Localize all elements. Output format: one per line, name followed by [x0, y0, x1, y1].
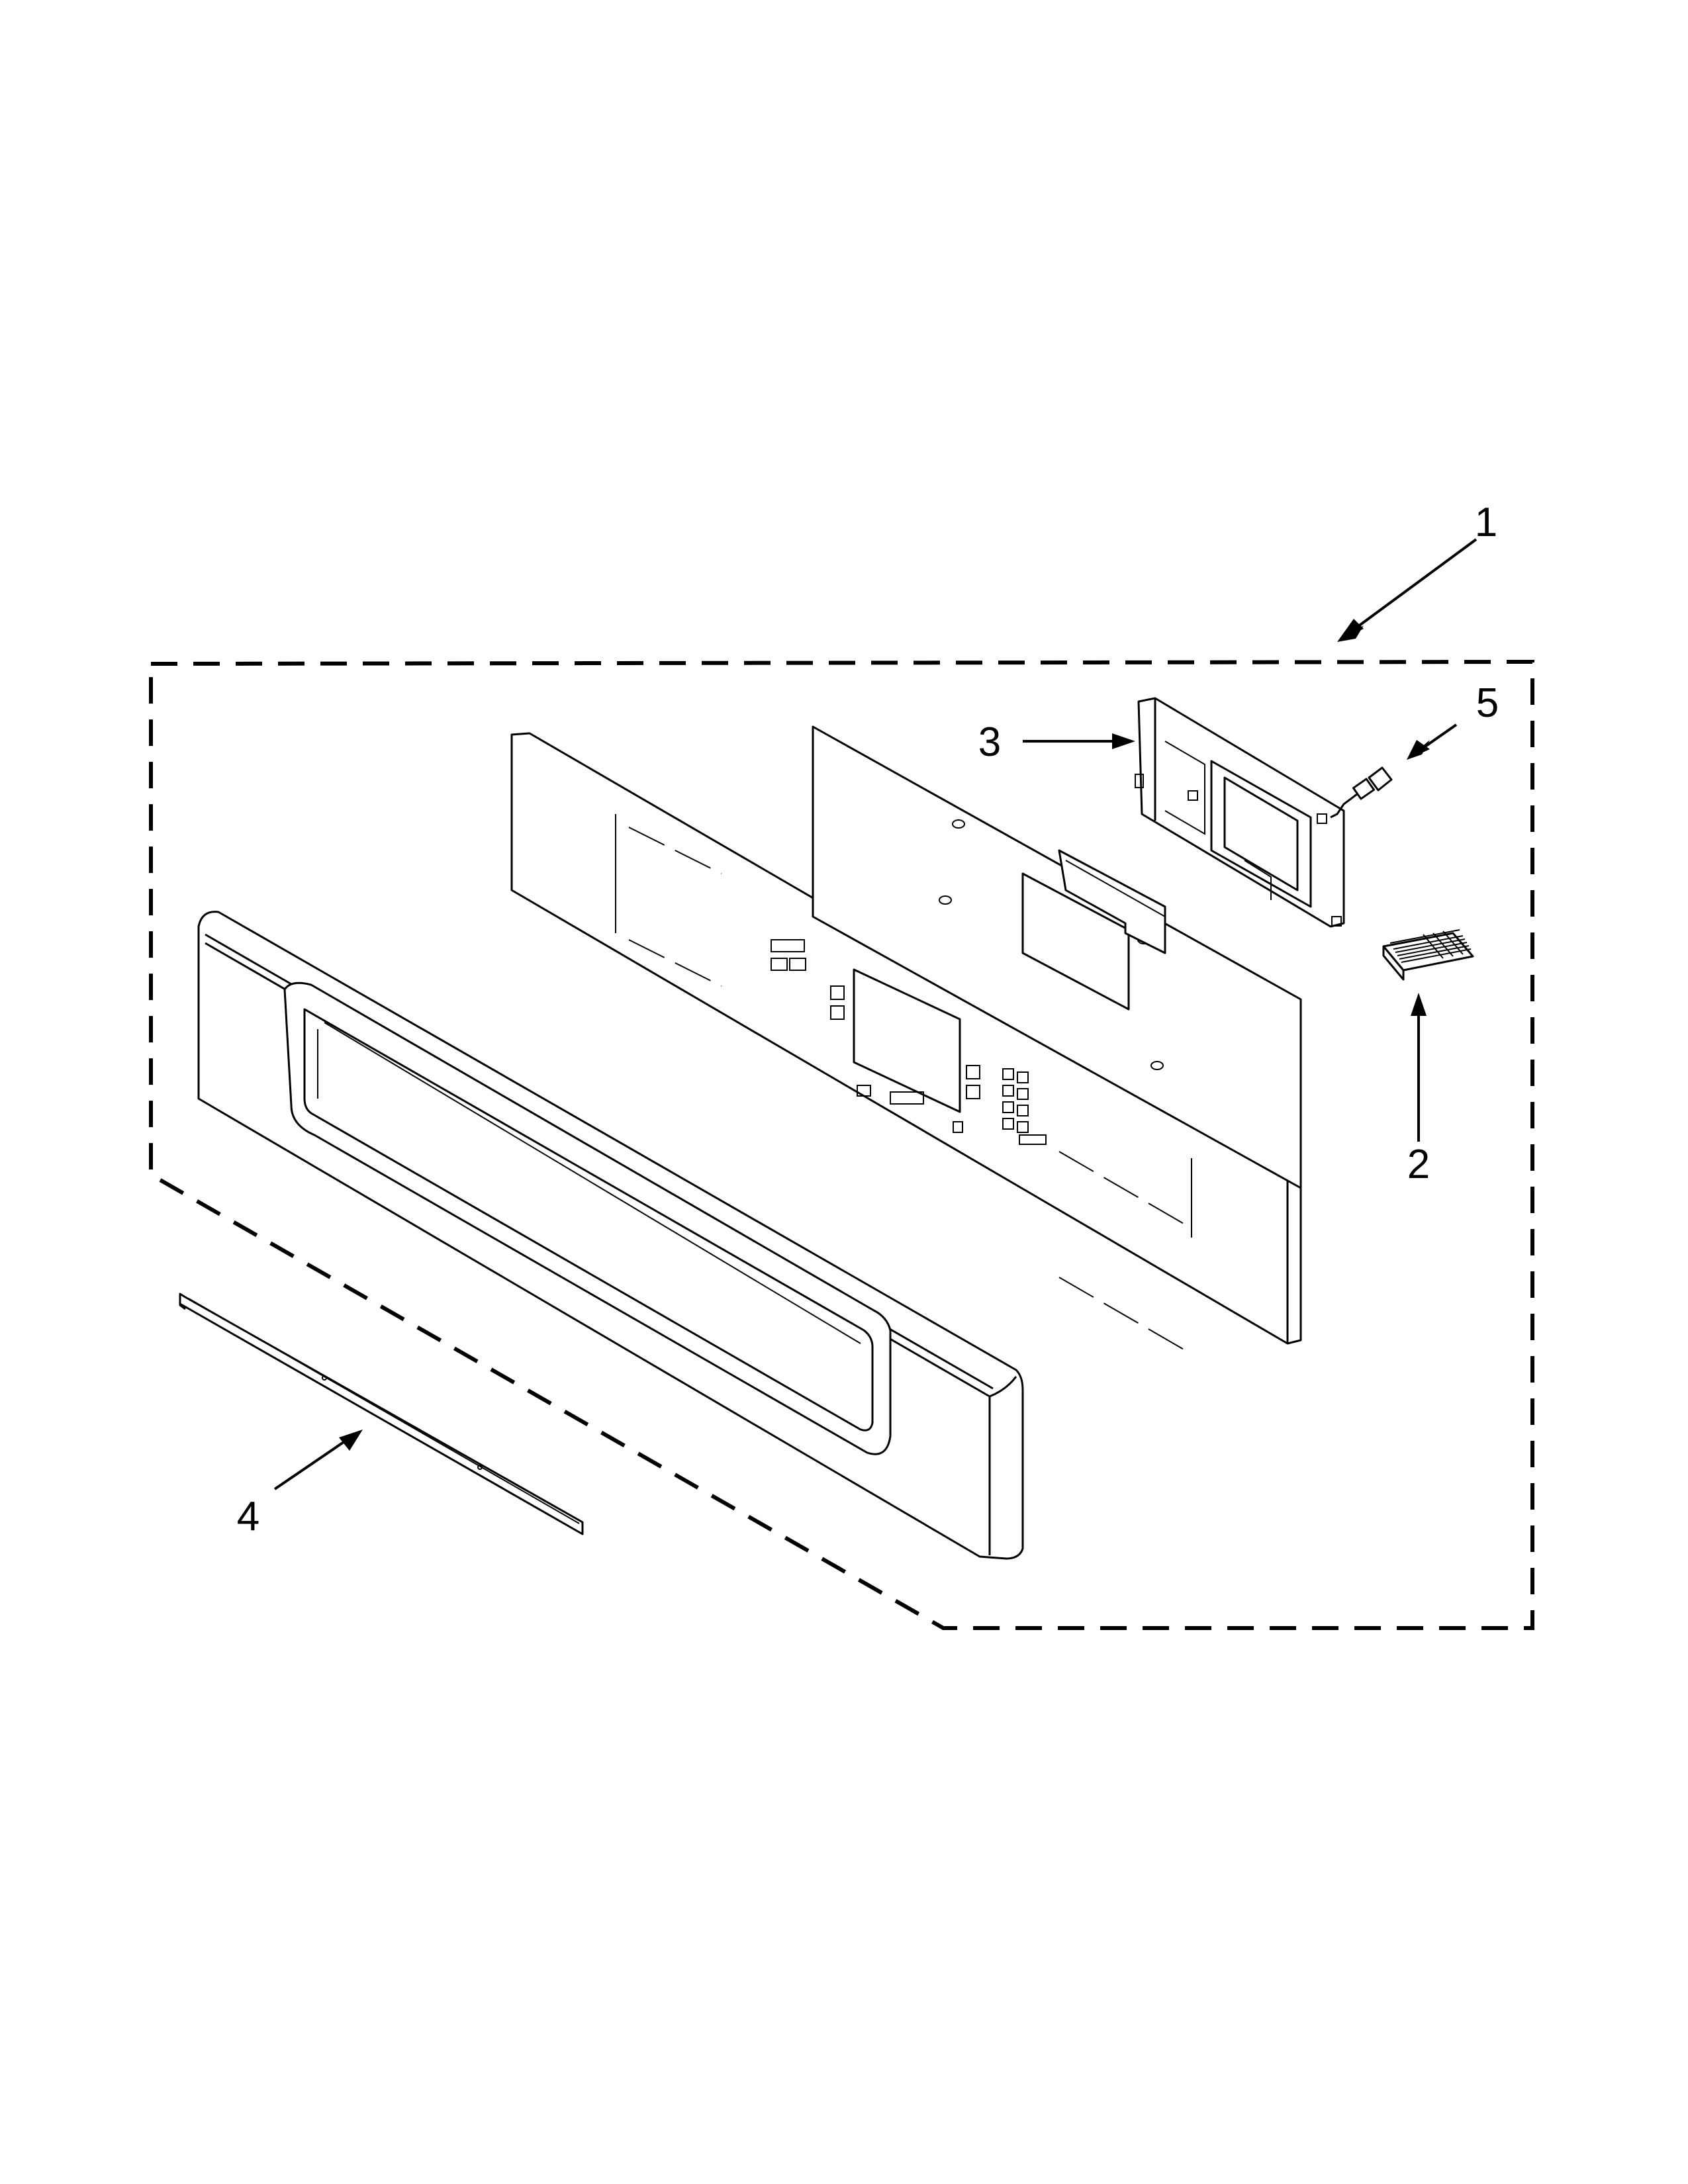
- ribbon-connector: [1382, 929, 1474, 981]
- callout-5: 5: [1476, 680, 1499, 726]
- callout-4: 4: [237, 1494, 259, 1539]
- panel-window-marks: [615, 814, 1192, 1351]
- display-opening: [853, 968, 961, 1113]
- assembly-boundary: [149, 659, 1534, 1630]
- screw: [1330, 766, 1393, 819]
- ribbon-wires: [1393, 931, 1472, 963]
- leader-arrows: [273, 538, 1477, 1490]
- callout-2: 2: [1407, 1142, 1430, 1187]
- trim-strip: [179, 1293, 584, 1535]
- front-trim-panel: [197, 911, 1024, 1560]
- control-board-bracket: [1135, 697, 1345, 928]
- callout-3: 3: [978, 719, 1001, 765]
- control-panel-plate: [510, 732, 1302, 1351]
- panel-keypad: [771, 939, 1047, 1145]
- mounting-plate: [812, 725, 1302, 1189]
- callout-1: 1: [1475, 500, 1497, 545]
